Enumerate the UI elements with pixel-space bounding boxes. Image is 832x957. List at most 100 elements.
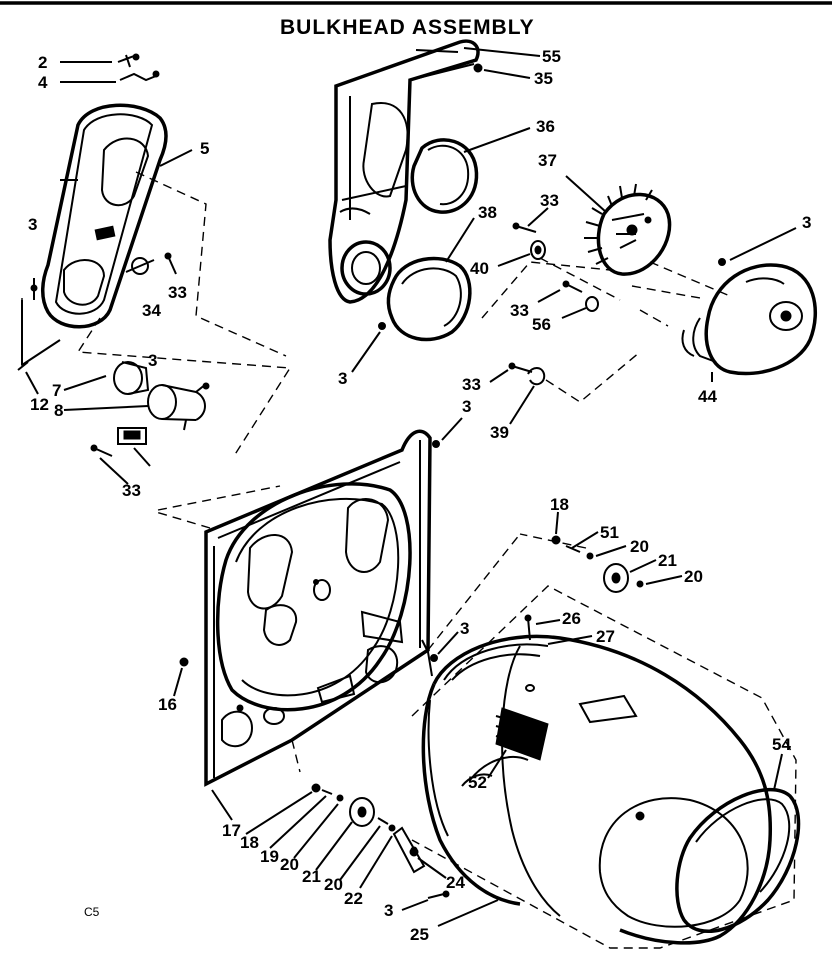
callout-39: 39 [490, 423, 509, 442]
screw-35 [473, 63, 483, 73]
leader-20-d [339, 825, 381, 881]
leader-40 [497, 253, 531, 267]
callout-37: 37 [538, 151, 557, 170]
roller-group-upper [551, 535, 644, 593]
bulkhead-plate-17 [204, 429, 433, 787]
dashed-link-wheel [481, 257, 621, 319]
callout-33-d: 33 [510, 301, 529, 320]
blower-cover-44 [681, 263, 818, 376]
leader-52 [487, 749, 507, 779]
leader-12 [25, 371, 39, 395]
switch-7 [113, 361, 150, 395]
leader-27 [547, 635, 593, 645]
callout-12: 12 [30, 395, 49, 414]
screw-33-a [164, 252, 177, 275]
nut-24 [409, 847, 419, 857]
callout-54: 54 [772, 735, 791, 754]
screw-3-plate-b [430, 654, 438, 662]
callout-56: 56 [532, 315, 551, 334]
callout-51: 51 [600, 523, 619, 542]
leader-33-e [489, 369, 509, 383]
front-panel-cover [41, 103, 168, 329]
callout-36: 36 [536, 117, 555, 136]
leader-3-e [441, 417, 463, 441]
leader-3-c [351, 331, 381, 373]
leader-33-c [527, 207, 549, 227]
leader-35 [483, 69, 531, 79]
callout-2: 2 [38, 53, 47, 72]
callout-38: 38 [478, 203, 497, 222]
leader-3-f [437, 631, 459, 655]
screw-2 [117, 53, 140, 68]
callout-20-a: 20 [630, 537, 649, 556]
callout-17: 17 [222, 821, 241, 840]
blower-housing-55 [328, 39, 480, 304]
dashed-link-base [155, 485, 281, 529]
footer-code: C5 [84, 905, 100, 919]
nut-16 [179, 657, 189, 667]
leader-8 [63, 405, 149, 411]
screw-26 [524, 614, 535, 692]
drum-25 [411, 585, 797, 949]
callout-20-c: 20 [280, 855, 299, 874]
callout-8: 8 [54, 401, 63, 420]
callout-20-d: 20 [324, 875, 343, 894]
leader-54 [773, 753, 783, 791]
leader-33-b [99, 457, 129, 485]
bushing-56 [585, 296, 599, 312]
leader-22 [359, 835, 393, 889]
leader-26 [535, 619, 561, 625]
callout-3-e: 3 [462, 397, 471, 416]
callout-4: 4 [38, 73, 48, 92]
bracket-12 [17, 278, 61, 371]
clamp-39 [527, 367, 546, 386]
screw-33-b [90, 444, 113, 457]
leader-55 [463, 47, 541, 57]
leader-17 [211, 789, 233, 821]
screw-3-housing [378, 322, 386, 330]
callout-18-a: 18 [550, 495, 569, 514]
roller-shaft-22 [392, 826, 426, 874]
callout-27: 27 [596, 627, 615, 646]
callout-3-a: 3 [28, 215, 37, 234]
spacer-40 [530, 240, 546, 260]
screw-33-c [512, 222, 537, 233]
leader-9 [133, 447, 151, 467]
leader-3-d [729, 227, 797, 261]
screw-33-d [562, 280, 583, 293]
callout-52: 52 [468, 773, 487, 792]
leader-20-b [645, 575, 683, 585]
leader-56 [561, 307, 587, 319]
leader-37 [565, 175, 607, 213]
leader-51 [571, 531, 599, 549]
callout-40: 40 [470, 259, 489, 278]
leader-7 [63, 375, 107, 391]
callout-3-f: 3 [460, 619, 469, 638]
callout-25: 25 [410, 925, 429, 944]
baffle-52 [495, 707, 549, 761]
pulley-34 [125, 257, 155, 275]
leader-3-g [401, 899, 429, 911]
seal-36 [410, 138, 479, 214]
callout-7: 7 [52, 381, 61, 400]
callout-3-g: 3 [384, 901, 393, 920]
dashed-link-plate [291, 533, 521, 773]
callout-24: 24 [446, 873, 465, 892]
leader-21-a [629, 559, 657, 573]
leader-20-c [293, 803, 339, 859]
callout-34: 34 [142, 301, 161, 320]
clip-4 [119, 70, 160, 82]
drum-dashed-outline [411, 585, 797, 949]
callout-33-b: 33 [122, 481, 141, 500]
callout-21-a: 21 [658, 551, 677, 570]
callout-22: 22 [344, 889, 363, 908]
roller-group-lower [311, 783, 396, 832]
screw-3-bottom [427, 890, 450, 899]
screw-3-motor [195, 382, 210, 393]
callout-33-c: 33 [540, 191, 559, 210]
diagram-title: BULKHEAD ASSEMBLY [280, 16, 535, 39]
screw-33-e [508, 362, 533, 373]
leader-18-a [555, 511, 559, 535]
callout-20-b: 20 [684, 567, 703, 586]
